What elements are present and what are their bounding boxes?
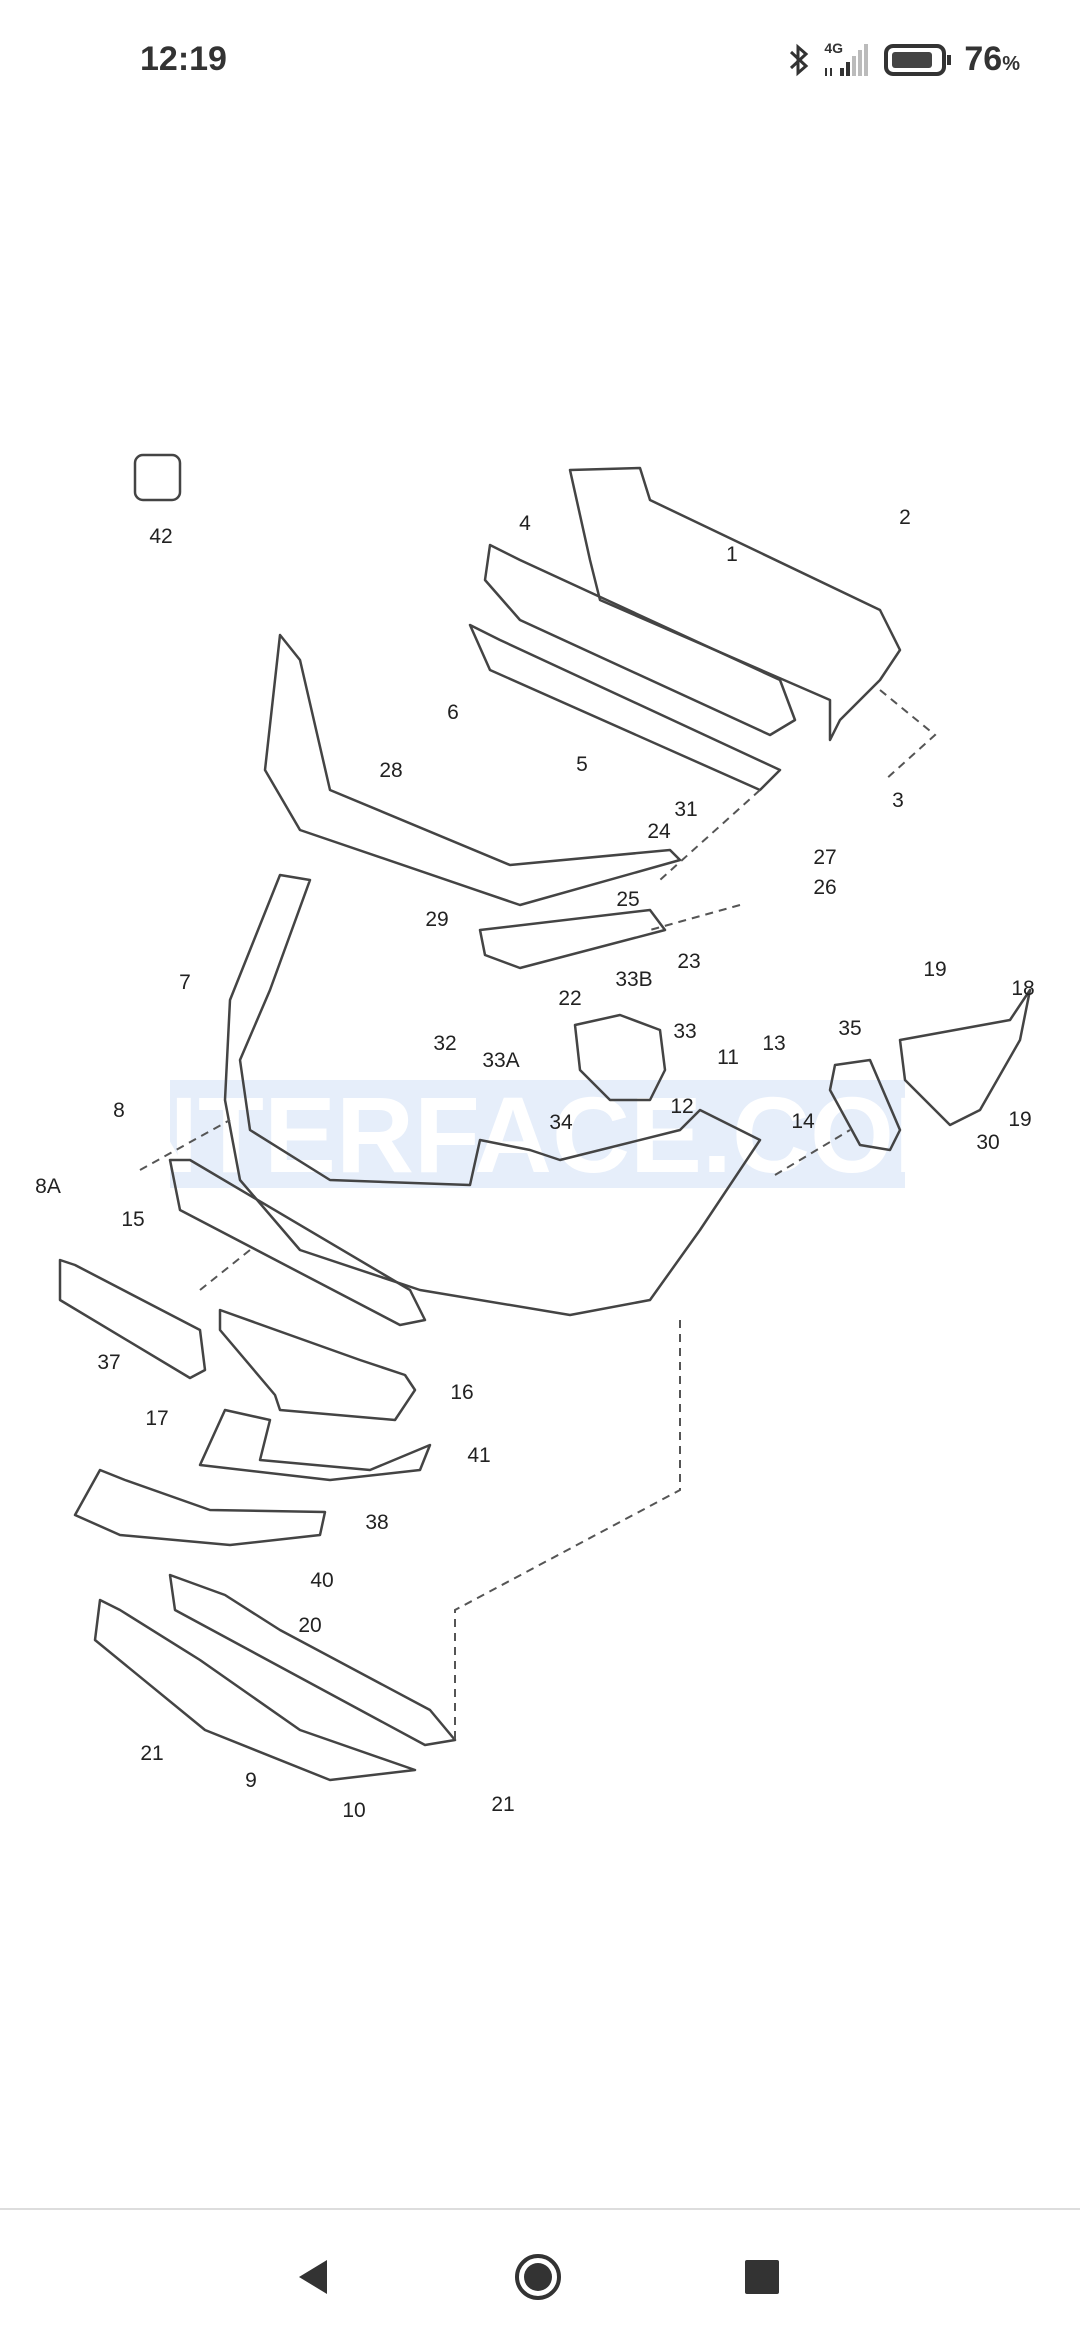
- callout-label: 33: [673, 1020, 697, 1043]
- part-42: [133, 453, 182, 502]
- callout-label: 10: [342, 1799, 366, 1822]
- callout-label: 8: [113, 1099, 125, 1122]
- callout-label: 9: [245, 1769, 257, 1792]
- callout-label: 40: [310, 1569, 334, 1592]
- back-button[interactable]: [286, 2250, 340, 2304]
- callout-label: 17: [145, 1407, 169, 1430]
- callout-label: 16: [450, 1381, 474, 1404]
- callout-label: 38: [365, 1511, 389, 1534]
- status-bar: 12:19 4G 76%: [0, 0, 1080, 125]
- callout-label: 33A: [482, 1049, 520, 1072]
- part-7: [223, 873, 762, 1317]
- part-18: [898, 988, 1032, 1127]
- part-35: [828, 1058, 902, 1152]
- part-28: [263, 633, 682, 907]
- battery-percent: 76%: [964, 40, 1020, 78]
- callout-label: 22: [558, 987, 582, 1010]
- part-5: [468, 623, 782, 792]
- callout-label: 11: [717, 1046, 739, 1069]
- bluetooth-icon: [790, 43, 809, 76]
- part-9: [93, 1598, 417, 1782]
- part-38: [73, 1468, 327, 1547]
- svg-text:INTERFACE.COM: INTERFACE.COM: [90, 1074, 984, 1195]
- callout-label: 4: [519, 512, 531, 535]
- callout-label: 27: [813, 846, 837, 869]
- recents-icon: [745, 2260, 779, 2294]
- watermark: INTERFACE.COM: [90, 1074, 984, 1195]
- part-16: [218, 1308, 417, 1422]
- home-icon: [515, 2254, 561, 2300]
- part-20: [168, 1573, 457, 1747]
- part-22: [478, 908, 667, 970]
- battery-icon: [884, 43, 952, 76]
- callout-label: 26: [813, 876, 837, 899]
- callout-label: 41: [467, 1444, 491, 1467]
- callout-label: 32: [433, 1032, 457, 1055]
- callout-label: 23: [677, 950, 701, 973]
- status-time: 12:19: [140, 40, 227, 78]
- callout-label: 2: [899, 506, 911, 529]
- callout-label: 14: [791, 1110, 815, 1133]
- callout-label: 18: [1011, 977, 1035, 1000]
- callout-label: 33B: [615, 968, 653, 991]
- callout-label: 20: [298, 1614, 322, 1637]
- home-button[interactable]: [511, 2250, 565, 2304]
- callout-label: 8A: [35, 1175, 61, 1198]
- callout-label: 25: [616, 888, 640, 911]
- callout-label: 15: [121, 1208, 145, 1231]
- callout-label: 34: [549, 1111, 573, 1134]
- callout-label: 19: [1008, 1108, 1032, 1131]
- callout-label: 21: [491, 1793, 515, 1816]
- part-32: [573, 1013, 667, 1102]
- part-41: [198, 1408, 432, 1482]
- callout-label: 35: [838, 1017, 862, 1040]
- callout-label: 5: [576, 753, 588, 776]
- callout-label: 13: [762, 1032, 786, 1055]
- part-1: [568, 466, 902, 742]
- navigation-bar: [0, 2208, 1080, 2342]
- network-type: 4G: [824, 39, 844, 56]
- callout-label: 37: [97, 1351, 121, 1374]
- part-4: [483, 543, 797, 737]
- callout-label: 31: [674, 798, 698, 821]
- callout-label: 29: [425, 908, 449, 931]
- recents-button[interactable]: [735, 2250, 789, 2304]
- callout-label: 12: [670, 1095, 694, 1118]
- callout-label: 6: [447, 701, 459, 724]
- callout-label: 3: [892, 789, 904, 812]
- callout-label: 24: [647, 820, 671, 843]
- callout-label: 7: [179, 971, 191, 994]
- back-icon: [299, 2260, 327, 2294]
- part-37: [58, 1258, 207, 1380]
- signal-icon: 4G: [822, 39, 872, 78]
- part-15: [168, 1158, 427, 1327]
- callout-label: 1: [726, 543, 738, 566]
- callout-label: 19: [923, 958, 947, 981]
- callout-label: 30: [976, 1131, 1000, 1154]
- callout-label: 42: [149, 525, 173, 548]
- callout-label: 28: [379, 759, 403, 782]
- callout-label: 21: [140, 1742, 164, 1765]
